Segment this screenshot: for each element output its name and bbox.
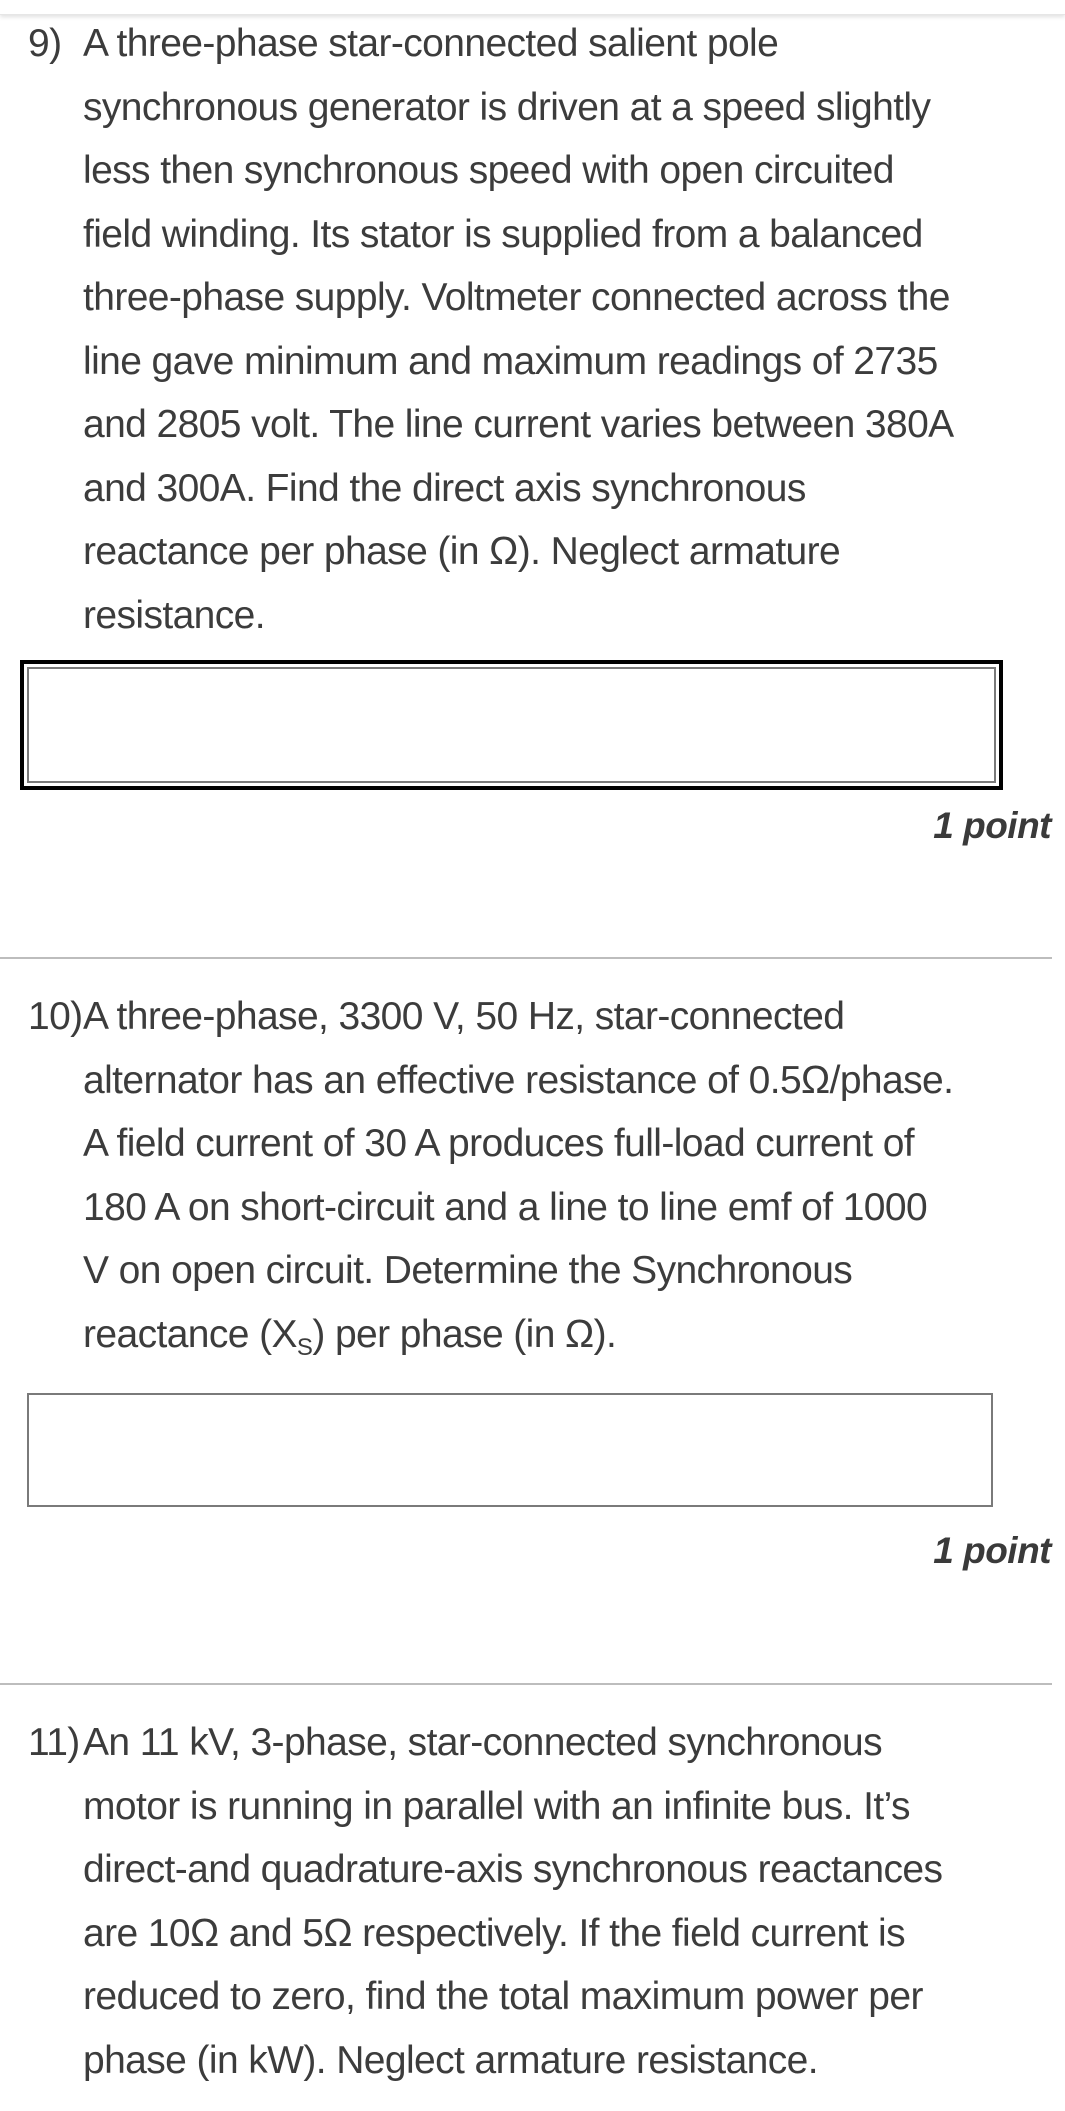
subscript-s: S — [296, 1333, 313, 1361]
divider — [0, 957, 1052, 959]
question-number: 9) — [28, 22, 62, 65]
question-text: A three-phase, 3300 V, 50 Hz, star-conne… — [83, 985, 1043, 1366]
question-line: A three-phase star-connected salient pol… — [83, 22, 779, 65]
question-text: A three-phase star-connected salient pol… — [83, 12, 1043, 647]
question-line: alternator has an effective resistance o… — [83, 1058, 954, 1102]
question-line: An 11 kV, 3-phase, star-connected synchr… — [83, 1721, 883, 1764]
question-line: three-phase supply. Voltmeter connected … — [83, 276, 950, 319]
question-line: line gave minimum and maximum readings o… — [83, 339, 938, 383]
points-label: 1 point — [933, 805, 1051, 846]
points-label: 1 point — [933, 1530, 1051, 1571]
divider — [0, 1683, 1052, 1685]
question-line: field winding. Its stator is supplied fr… — [83, 212, 923, 256]
question-line: reactance per phase (in Ω). Neglect arma… — [83, 530, 841, 573]
question-line: A field current of 30 A produces full-lo… — [83, 1122, 915, 1165]
question-line: direct-and quadrature-axis synchronous r… — [83, 1848, 943, 1891]
question-line: synchronous generator is driven at a spe… — [83, 85, 931, 129]
question-line: reactance (XS) per phase (in Ω). — [83, 1303, 1043, 1367]
question-line: less then synchronous speed with open ci… — [83, 149, 894, 192]
question-line: motor is running in parallel with an inf… — [83, 1784, 910, 1828]
question-line: V on open circuit. Determine the Synchro… — [83, 1249, 853, 1292]
answer-input-q9[interactable] — [20, 660, 1003, 790]
question-line: resistance. — [83, 593, 266, 637]
question-line: reduced to zero, find the total maximum … — [83, 1975, 923, 2018]
text-fragment: ) per phase (in Ω). — [312, 1312, 617, 1356]
question-number: 11) — [28, 1721, 80, 1764]
question-number: 10) — [28, 995, 83, 1038]
top-app-bar — [0, 0, 1065, 15]
question-line: phase (in kW). Neglect armature resistan… — [83, 2038, 819, 2082]
question-line: A three-phase, 3300 V, 50 Hz, star-conne… — [83, 995, 845, 1038]
question-line: and 300A. Find the direct axis synchrono… — [83, 466, 806, 510]
question-text: An 11 kV, 3-phase, star-connected synchr… — [83, 1711, 1043, 2092]
question-line: are 10Ω and 5Ω respectively. If the fiel… — [83, 1911, 906, 1955]
question-line: and 2805 volt. The line current varies b… — [83, 403, 954, 446]
answer-input-q10[interactable] — [27, 1393, 993, 1507]
answer-input-inner[interactable] — [27, 667, 996, 783]
text-fragment: reactance (X — [83, 1312, 298, 1356]
question-line: 180 A on short-circuit and a line to lin… — [83, 1185, 928, 1229]
